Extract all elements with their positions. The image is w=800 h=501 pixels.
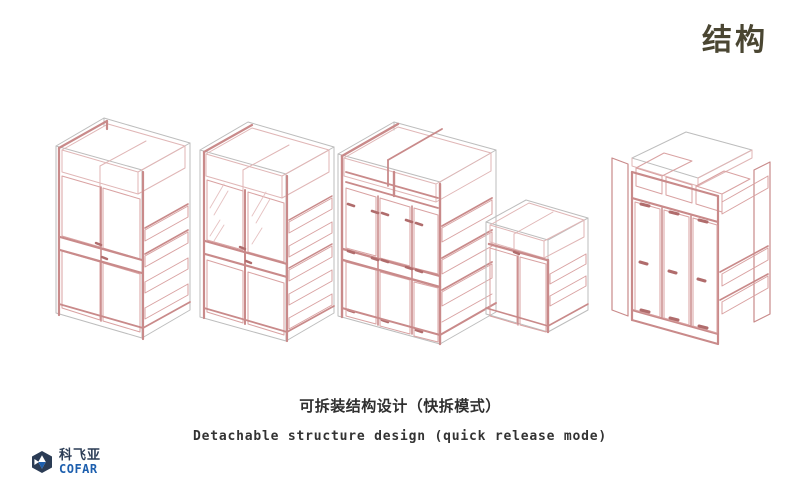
wardrobe-figure-3 [328, 110, 508, 346]
wardrobe-figure-4-drawing [485, 199, 589, 334]
wardrobe-figure-5-drawing [611, 131, 771, 346]
wardrobe-figure-2-drawing [199, 121, 335, 343]
cofar-hexagon-icon [32, 450, 52, 473]
wardrobe-figure-1 [42, 110, 202, 341]
drawing-stage [0, 110, 800, 355]
wardrobe-figure-2 [186, 110, 346, 343]
wardrobe-figure-4 [476, 186, 596, 346]
page-title: 结构 [702, 24, 768, 57]
caption-block: 可拆装结构设计（快拆模式） Detachable structure desig… [0, 396, 800, 447]
logo-english-name: COFAR [59, 462, 98, 476]
wardrobe-figure-3-drawing [337, 121, 497, 346]
logo-wordmark: 科飞亚 COFAR [59, 448, 101, 475]
wardrobe-figure-5 [602, 124, 782, 354]
logo-chinese-name: 科飞亚 [59, 447, 102, 462]
wardrobe-figure-1-drawing [55, 117, 191, 341]
caption-chinese: 可拆装结构设计（快拆模式） [299, 398, 501, 415]
brand-logo: 科飞亚 COFAR [30, 448, 101, 475]
caption-english: Detachable structure design (quick relea… [192, 429, 608, 444]
